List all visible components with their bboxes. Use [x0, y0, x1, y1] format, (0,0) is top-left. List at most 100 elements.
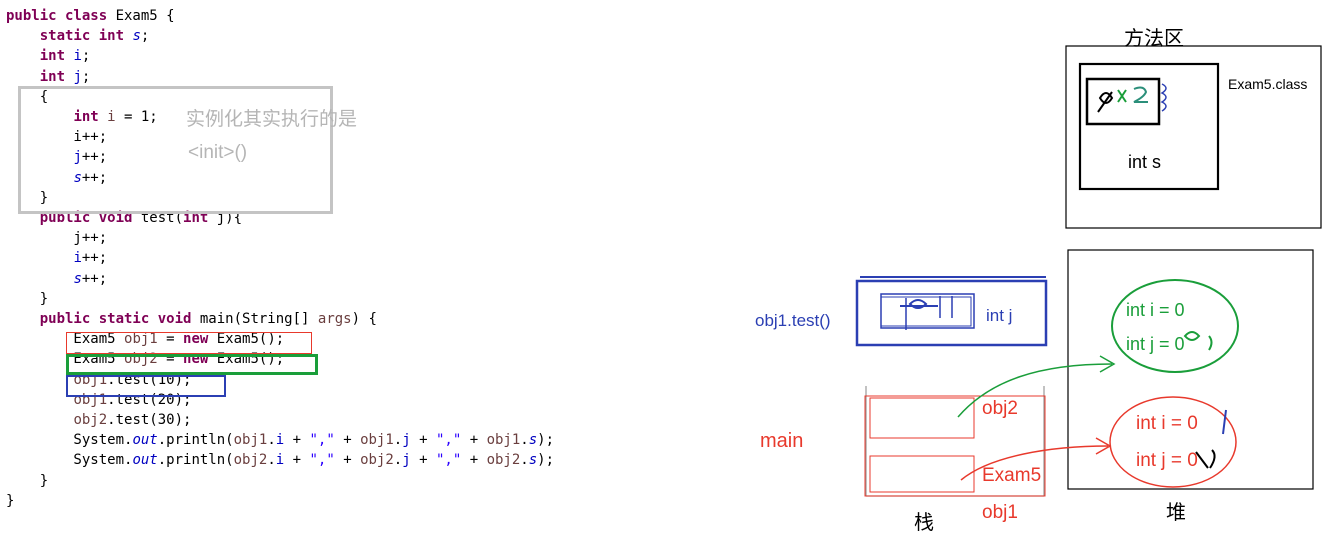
code-token: obj1: [486, 432, 521, 449]
code-token: }: [6, 189, 49, 206]
code-token: .: [393, 452, 403, 469]
obj2-slot-label: obj2: [982, 398, 1018, 419]
obj1-field-i: int i = 0: [1136, 413, 1198, 434]
obj2-reference-arrow: [957, 363, 1113, 418]
code-token: +: [284, 432, 310, 449]
code-token: s: [528, 452, 538, 469]
param-j-value: [880, 296, 972, 327]
code-token: .: [520, 452, 529, 469]
code-token: i: [73, 250, 82, 267]
code-editor: public class Exam5 { static int s; int i…: [0, 0, 640, 532]
code-line: i++;: [6, 127, 107, 147]
obj2-slot: [869, 397, 975, 439]
code-line: public class Exam5 {: [6, 6, 175, 26]
obj2-heap-object: [1111, 279, 1239, 373]
code-token: ",": [435, 452, 462, 469]
code-line: s++;: [6, 269, 107, 289]
method-area-title: 方法区: [1124, 28, 1184, 50]
code-line: public void test(int j){: [6, 208, 242, 228]
code-token: i: [73, 48, 82, 65]
exam5-type-label: Exam5: [982, 465, 1042, 486]
code-token: public static void: [39, 311, 200, 327]
code-token: test(: [140, 210, 184, 226]
code-token: i: [107, 109, 116, 125]
heap-box: [1067, 249, 1314, 490]
obj1-heap-object: [1109, 396, 1237, 488]
code-token: ++;: [81, 250, 108, 267]
init-note-line1: 实例化其实执行的是: [186, 109, 358, 130]
code-line: int j;: [6, 67, 91, 87]
code-token: .println(: [157, 452, 234, 469]
code-token: ++;: [81, 270, 108, 287]
code-token: +: [334, 452, 361, 469]
code-token: public void: [39, 210, 141, 226]
param-j-label: int j: [986, 306, 1013, 325]
code-token: }: [6, 472, 49, 489]
code-line: static int s;: [6, 26, 150, 46]
code-token: +: [334, 432, 361, 449]
code-token: i: [275, 432, 285, 449]
code-line: int i;: [6, 46, 91, 66]
code-line: }: [6, 491, 14, 511]
code-line: obj2.test(30);: [6, 410, 191, 430]
code-token: System.: [6, 432, 133, 449]
method-area-box: [1065, 45, 1322, 229]
code-token: +: [410, 432, 436, 449]
code-token: ",": [435, 432, 462, 449]
test-call-highlight: [66, 375, 226, 397]
obj1-field-scribbles: [1195, 409, 1227, 469]
code-line: }: [6, 471, 48, 491]
code-line: j++;: [6, 147, 107, 167]
code-line: int i = 1;: [6, 107, 158, 127]
static-s-value-box: [1085, 77, 1161, 126]
code-token: .: [393, 432, 403, 449]
code-token: ;: [81, 68, 91, 85]
code-token: {: [6, 88, 49, 105]
code-token: +: [284, 452, 310, 469]
code-token: +: [461, 452, 487, 469]
code-token: obj2: [233, 452, 268, 469]
code-token: );: [537, 432, 555, 449]
code-token: args: [317, 311, 352, 327]
code-token: main(String[]: [199, 311, 318, 327]
main-frame: [864, 395, 1046, 497]
obj2-field-i: int i = 0: [1126, 300, 1185, 320]
code-token: j: [402, 452, 411, 469]
code-token: obj1: [360, 432, 394, 449]
code-token: ++;: [81, 149, 108, 166]
code-token: i: [275, 452, 285, 469]
code-token: int: [73, 109, 108, 125]
code-token: s: [132, 28, 141, 45]
static-s-label: int s: [1128, 152, 1162, 172]
code-token: s: [73, 169, 82, 186]
test-frame: [855, 279, 1048, 347]
code-line: System.out.println(obj1.i + "," + obj1.j…: [6, 430, 554, 450]
init-block-highlight: [18, 86, 333, 214]
code-token: +: [461, 432, 487, 449]
code-token: out: [132, 432, 158, 449]
code-line: }: [6, 289, 48, 309]
code-token: obj2: [486, 452, 521, 469]
code-token: );: [537, 452, 555, 469]
test-frame-label: obj1.test(): [755, 311, 831, 330]
code-token: int: [39, 48, 74, 65]
param-j-scribble: [900, 296, 953, 330]
code-token: .: [520, 432, 529, 449]
code-line: s++;: [6, 168, 107, 188]
code-token: new: [183, 331, 217, 348]
code-token: i++;: [6, 129, 108, 146]
obj2-j-scribble: [1183, 331, 1213, 351]
code-token: .: [267, 432, 276, 449]
obj1-slot: [869, 455, 975, 493]
code-token: }: [6, 492, 15, 509]
code-token: Exam5: [6, 331, 125, 348]
code-token: = 1;: [115, 109, 158, 125]
exam5-class-label: Exam5.class: [1228, 76, 1308, 92]
code-token: .test(30);: [107, 412, 192, 428]
code-line: j++;: [6, 228, 107, 248]
code-token: ;: [81, 48, 91, 65]
code-line: public static void main(String[] args) {: [6, 309, 377, 329]
code-token: s: [73, 270, 82, 287]
